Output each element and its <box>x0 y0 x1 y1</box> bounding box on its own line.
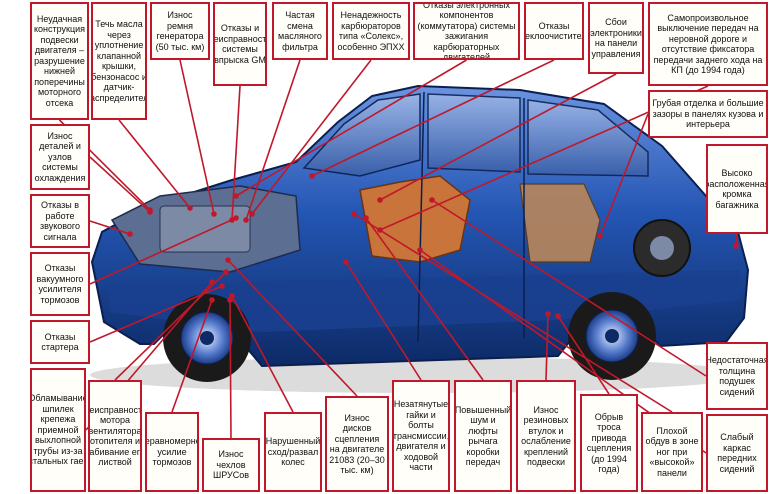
callout-gm-injection: Отказы и неисправности системы впрыска G… <box>213 2 267 86</box>
leader-dot-l14 <box>127 231 133 237</box>
callout-seat-cushions: Недостаточная толщина подушек сидений <box>706 342 768 410</box>
leader-line-l07 <box>235 59 467 197</box>
door-line-front <box>417 91 425 343</box>
leader-line-l09 <box>379 73 617 201</box>
leader-dot-l24 <box>363 215 369 221</box>
leader-line-l18 <box>114 271 227 381</box>
leader-line-l23 <box>345 261 422 381</box>
leader-dot-l13 <box>147 209 153 215</box>
leader-dot-l25 <box>545 311 551 317</box>
spare-wheel-hub <box>650 236 674 260</box>
leader-line-l19 <box>171 299 213 413</box>
car-interior-seats <box>359 175 471 263</box>
leader-line-l14 <box>89 220 131 235</box>
callout-wiper: Отказы стеклоочистителя <box>524 2 584 60</box>
callout-oil-leak: Течь масла через уплотнение клапанной кр… <box>91 2 147 120</box>
leader-line-l26 <box>557 315 610 395</box>
callout-starter: Отказы стартера <box>30 320 90 364</box>
callout-bushings: Износ резиновых втулок и ослабление креп… <box>516 380 576 492</box>
leader-line-l05 <box>245 59 301 221</box>
callout-gearshift-noise: Повышенный шум и люфты рычага коробки пе… <box>454 380 512 492</box>
callout-clutch-cable: Обрыв троса привода сцепления (до 1994 г… <box>580 394 638 492</box>
leader-dot-l02 <box>187 205 193 211</box>
leader-line-l04 <box>231 85 241 221</box>
callout-gear-disengage: Самопроизвольное выключение передач на н… <box>648 2 768 86</box>
car-windshield <box>302 93 421 177</box>
leader-dot-l27 <box>351 211 357 217</box>
leader-dot-l22 <box>225 257 231 263</box>
callout-trunk-edge: Высоко расположенная кромка багажника <box>706 144 768 234</box>
leader-line-l22 <box>227 259 358 397</box>
leader-dot-l03 <box>211 211 217 217</box>
leader-line-l11 <box>599 113 649 237</box>
leader-line-l02 <box>118 119 191 209</box>
callout-heater-fan: Неисправности мотора вентилятора отопите… <box>88 380 142 492</box>
leader-dot-l17 <box>209 279 215 285</box>
car-front-side-window <box>427 93 521 173</box>
callout-wheel-alignment: Нарушенный сход/развал колес <box>264 412 322 492</box>
leader-line-l21 <box>231 295 294 413</box>
leader-dot-l07 <box>233 193 239 199</box>
callout-seat-frame: Слабый каркас передних сидений <box>706 414 768 492</box>
leader-dot-l09 <box>377 197 383 203</box>
leader-dot-l28 <box>429 197 435 203</box>
car-rear-seat <box>519 183 601 263</box>
leader-dot-l19 <box>209 297 215 303</box>
leader-line-l08 <box>311 59 555 177</box>
leader-dot-l12 <box>733 243 739 249</box>
leader-line-l28 <box>431 199 707 377</box>
leader-line-l15 <box>89 217 237 285</box>
leader-dot-l21 <box>229 293 235 299</box>
engine-block <box>159 205 251 253</box>
leader-lines <box>58 59 739 454</box>
leader-line-l24 <box>365 217 484 381</box>
callout-exhaust-studs: Обламывание шпилек крепежа приемной выхл… <box>30 368 86 492</box>
leader-dot-l08 <box>309 173 315 179</box>
leader-dot-l16 <box>219 283 225 289</box>
leader-line-l03 <box>179 59 215 215</box>
callout-oil-filter: Частая смена масляного фильтра <box>272 2 328 60</box>
leader-line-l13 <box>89 156 151 213</box>
callout-carburetor: Ненадежность карбюраторов типа «Солекс»,… <box>332 2 410 60</box>
leader-line-l06 <box>251 59 372 215</box>
callout-cooling: Износ деталей и узлов системы охлаждения <box>30 124 90 190</box>
callout-foot-airflow: Плохой обдув в зоне ног при «высокой» па… <box>641 412 703 492</box>
leader-dot-l23 <box>343 259 349 265</box>
callout-horn: Отказы в работе звукового сигнала <box>30 194 90 248</box>
callout-panel-gaps: Грубая отделка и большие зазоры в панеля… <box>648 90 768 138</box>
callout-brake-booster: Отказы вакуумного усилителя тормозов <box>30 252 90 316</box>
leader-line-l27 <box>353 213 673 413</box>
front-hub-cap <box>200 331 214 345</box>
leader-dot-l29 <box>417 247 423 253</box>
leader-line-l20 <box>229 299 232 439</box>
callout-cv-boots: Износ чехлов ШРУСов <box>202 438 260 492</box>
callout-uneven-brakes: Неравномерное усилие тормозов <box>145 412 199 492</box>
leader-line-l25 <box>545 313 549 381</box>
leader-dot-l26 <box>555 313 561 319</box>
leader-dot-l15 <box>233 215 239 221</box>
leader-dot-l18 <box>223 269 229 275</box>
callout-loose-bolts: Незатянутые гайки и болты трансмиссии, д… <box>392 380 450 492</box>
callout-engine-mount: Неудачная конструкция подвески двигателя… <box>30 2 89 120</box>
callout-alternator-belt: Износ ремня генератора (50 тыс. км) <box>150 2 210 60</box>
rear-hub-cap <box>605 329 619 343</box>
leader-dot-l05 <box>243 217 249 223</box>
leader-dot-l20 <box>227 297 233 303</box>
callout-clutch-wear: Износ дисков сцепления на двигателе 2108… <box>325 396 389 492</box>
callout-dashboard-electronics: Сбои электроники на панели управления <box>588 2 644 74</box>
leader-dot-l06 <box>249 211 255 217</box>
leader-dot-l11 <box>597 233 603 239</box>
callout-ignition-electronics: Отказы электронных компонентов (коммутат… <box>413 2 520 60</box>
